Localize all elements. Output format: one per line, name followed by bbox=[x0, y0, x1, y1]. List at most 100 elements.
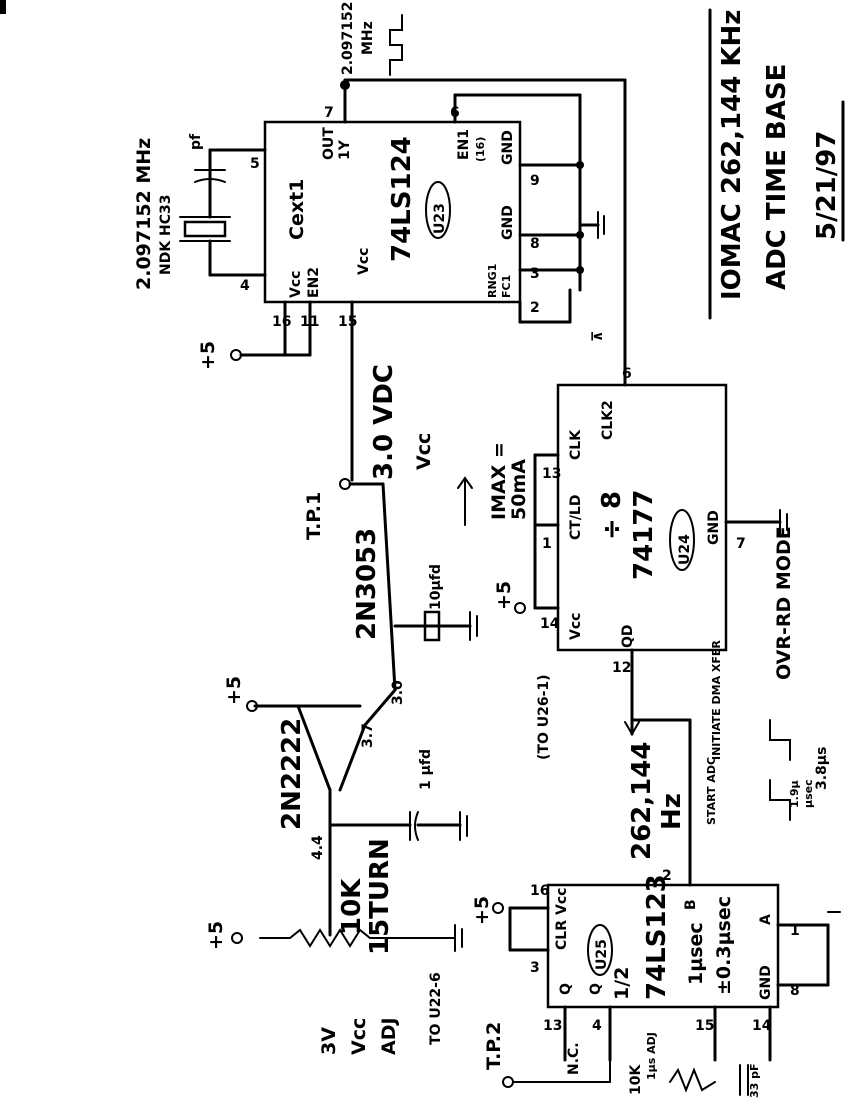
u24-gnd: GND bbox=[706, 510, 722, 545]
u24-vcc: Vcc bbox=[568, 613, 584, 640]
u25-pin-3: 3 bbox=[530, 960, 540, 976]
u25-a: A bbox=[758, 914, 774, 925]
u25-clr: CLR bbox=[554, 920, 570, 950]
vcc-label: Vcc bbox=[413, 433, 435, 470]
u23-gnd-b: GND bbox=[500, 205, 516, 240]
u23-pin-15: 15 bbox=[338, 314, 357, 330]
v30: 3.0 bbox=[390, 680, 406, 705]
t1: 1.9µ bbox=[788, 780, 801, 808]
adj3: ADJ bbox=[378, 1017, 400, 1055]
u23-pin-8: 8 bbox=[530, 236, 540, 252]
cap1: 1 µfd bbox=[418, 749, 434, 790]
regulator: +5 T.P.1 3.0 VDC Vcc 10µfd 2N3053 3.0 3.… bbox=[197, 300, 530, 1055]
u23-out: OUT bbox=[321, 127, 337, 160]
u24-qd: QD bbox=[620, 624, 636, 648]
title-block: IOMAC 262,144 KHz ADC TIME BASE 5/21/97 bbox=[708, 8, 845, 320]
pot-label: 10K bbox=[337, 878, 367, 935]
u23-chip: 74LS124 U23 Cext1 OUT 1Y EN1 (16) GND GN… bbox=[240, 93, 606, 342]
title-text: IOMAC 262,144 KHz bbox=[717, 10, 747, 300]
v44: 4.4 bbox=[310, 835, 326, 860]
cap10: 10µfd bbox=[428, 564, 444, 610]
u24-pin-13: 13 bbox=[542, 466, 561, 482]
to-u26: (TO U26-1) bbox=[536, 674, 552, 760]
u25-pin-4: 4 bbox=[592, 1018, 602, 1034]
u23-en2: EN2 bbox=[306, 267, 322, 298]
t2: µsec bbox=[802, 779, 815, 808]
u25-chip: 1/2 74LS123 U25 1µsec ±0.3µsec CLR Vcc B… bbox=[428, 868, 841, 1098]
u25-ref: U25 bbox=[594, 939, 610, 970]
t3: 3.8µs bbox=[814, 747, 830, 790]
u25-pin-15: 15 bbox=[695, 1018, 714, 1034]
u23-vcc-mark: Vcc bbox=[356, 248, 372, 275]
clock-out: 2.097152 MHz bbox=[340, 1, 627, 387]
u25-vcc: Vcc bbox=[554, 888, 570, 915]
tp1-label: T.P.1 bbox=[303, 492, 325, 540]
u23-pin-3: 3 bbox=[530, 266, 540, 282]
adj-w: 1µs ADJ bbox=[645, 1032, 658, 1080]
u23-pin-16: 16 bbox=[272, 314, 291, 330]
plus5-b: +5 bbox=[223, 676, 245, 705]
adj2: Vcc bbox=[348, 1018, 370, 1055]
plus5-d: +5 bbox=[493, 581, 515, 610]
u25-pulse: 1µsec bbox=[685, 922, 707, 985]
u25-pin-8: 8 bbox=[790, 983, 800, 999]
u24-ref: U24 bbox=[677, 534, 693, 565]
subtitle-text: ADC TIME BASE bbox=[762, 64, 792, 290]
crystal-cap: pf bbox=[188, 133, 204, 150]
u23-cext: Cext1 bbox=[286, 179, 308, 240]
u24-pin-14: 14 bbox=[540, 616, 560, 632]
u25-gnd: GND bbox=[758, 965, 774, 1000]
hz-label: Hz bbox=[657, 793, 687, 830]
u23-gnd-a: GND bbox=[500, 130, 516, 165]
to-u22: TO U22-6 bbox=[428, 972, 444, 1045]
crystal: 2.097152 MHz NDK HC33 pf bbox=[133, 133, 267, 290]
u24-ctld: CT/LD bbox=[568, 495, 584, 540]
u23-pin-9: 9 bbox=[530, 173, 540, 189]
u25-pin-1: 1 bbox=[790, 923, 800, 939]
u24-chip: 74177 U24 ÷ 8 CLK2 CLK CT/LD Vcc QD GND … bbox=[493, 366, 788, 736]
plus5-a: +5 bbox=[197, 341, 219, 370]
u25-q: Q bbox=[558, 983, 574, 995]
u25-pin-16: 16 bbox=[530, 883, 549, 899]
u24-clk: CLK bbox=[568, 429, 584, 460]
u24-div: ÷ 8 bbox=[597, 491, 627, 540]
u23-pin-2: 2 bbox=[530, 300, 540, 316]
u24-part: 74177 bbox=[629, 490, 659, 580]
u25-tol: ±0.3µsec bbox=[713, 896, 735, 995]
u23-pin-5: 5 bbox=[250, 156, 260, 172]
u23-pin-7: 7 bbox=[324, 105, 334, 121]
svg-text:⊼: ⊼ bbox=[590, 331, 606, 342]
u24-pin-7: 7 bbox=[736, 536, 746, 552]
nc-label: N.C. bbox=[566, 1042, 582, 1075]
imax: IMAX = bbox=[488, 442, 510, 520]
pot2-label: 15TURN bbox=[365, 838, 395, 955]
u23-vcc: Vcc bbox=[288, 271, 304, 298]
crystal-freq: 2.097152 MHz bbox=[133, 138, 155, 290]
freq-out: 262,144 bbox=[627, 742, 657, 860]
u25-b: B bbox=[683, 899, 699, 910]
u24-clk2: CLK2 bbox=[600, 400, 616, 440]
u23-en-num: (16) bbox=[474, 137, 487, 162]
vdc-label: 3.0 VDC bbox=[369, 364, 399, 480]
plus5-e: +5 bbox=[471, 896, 493, 925]
u25-part: 74LS123 bbox=[642, 874, 672, 1000]
q-2n3053: 2N3053 bbox=[352, 528, 382, 640]
u23-part: 74LS124 bbox=[387, 136, 417, 262]
u25-qbar: Q bbox=[588, 983, 604, 995]
ima: 50mA bbox=[508, 459, 530, 520]
freq-signal: 262,144 Hz (TO U26-1) START ADC INITIATE… bbox=[536, 526, 830, 887]
plus5-c: +5 bbox=[205, 921, 227, 950]
u25-pin-2: 2 bbox=[662, 868, 672, 884]
clk-freq-top: 2.097152 bbox=[340, 1, 356, 75]
tp2-label: T.P.2 bbox=[483, 1022, 505, 1070]
u23-rng: RNG1 bbox=[486, 264, 499, 298]
u23-pin-4: 4 bbox=[240, 278, 250, 294]
u23-en: EN1 bbox=[456, 129, 472, 160]
u24-pin-12: 12 bbox=[612, 660, 631, 676]
adj1: 3V bbox=[318, 1027, 340, 1055]
clk-mhz-top: MHz bbox=[360, 21, 376, 55]
crystal-model: NDK HC33 bbox=[158, 194, 174, 275]
u23-ref: U23 bbox=[432, 203, 448, 234]
